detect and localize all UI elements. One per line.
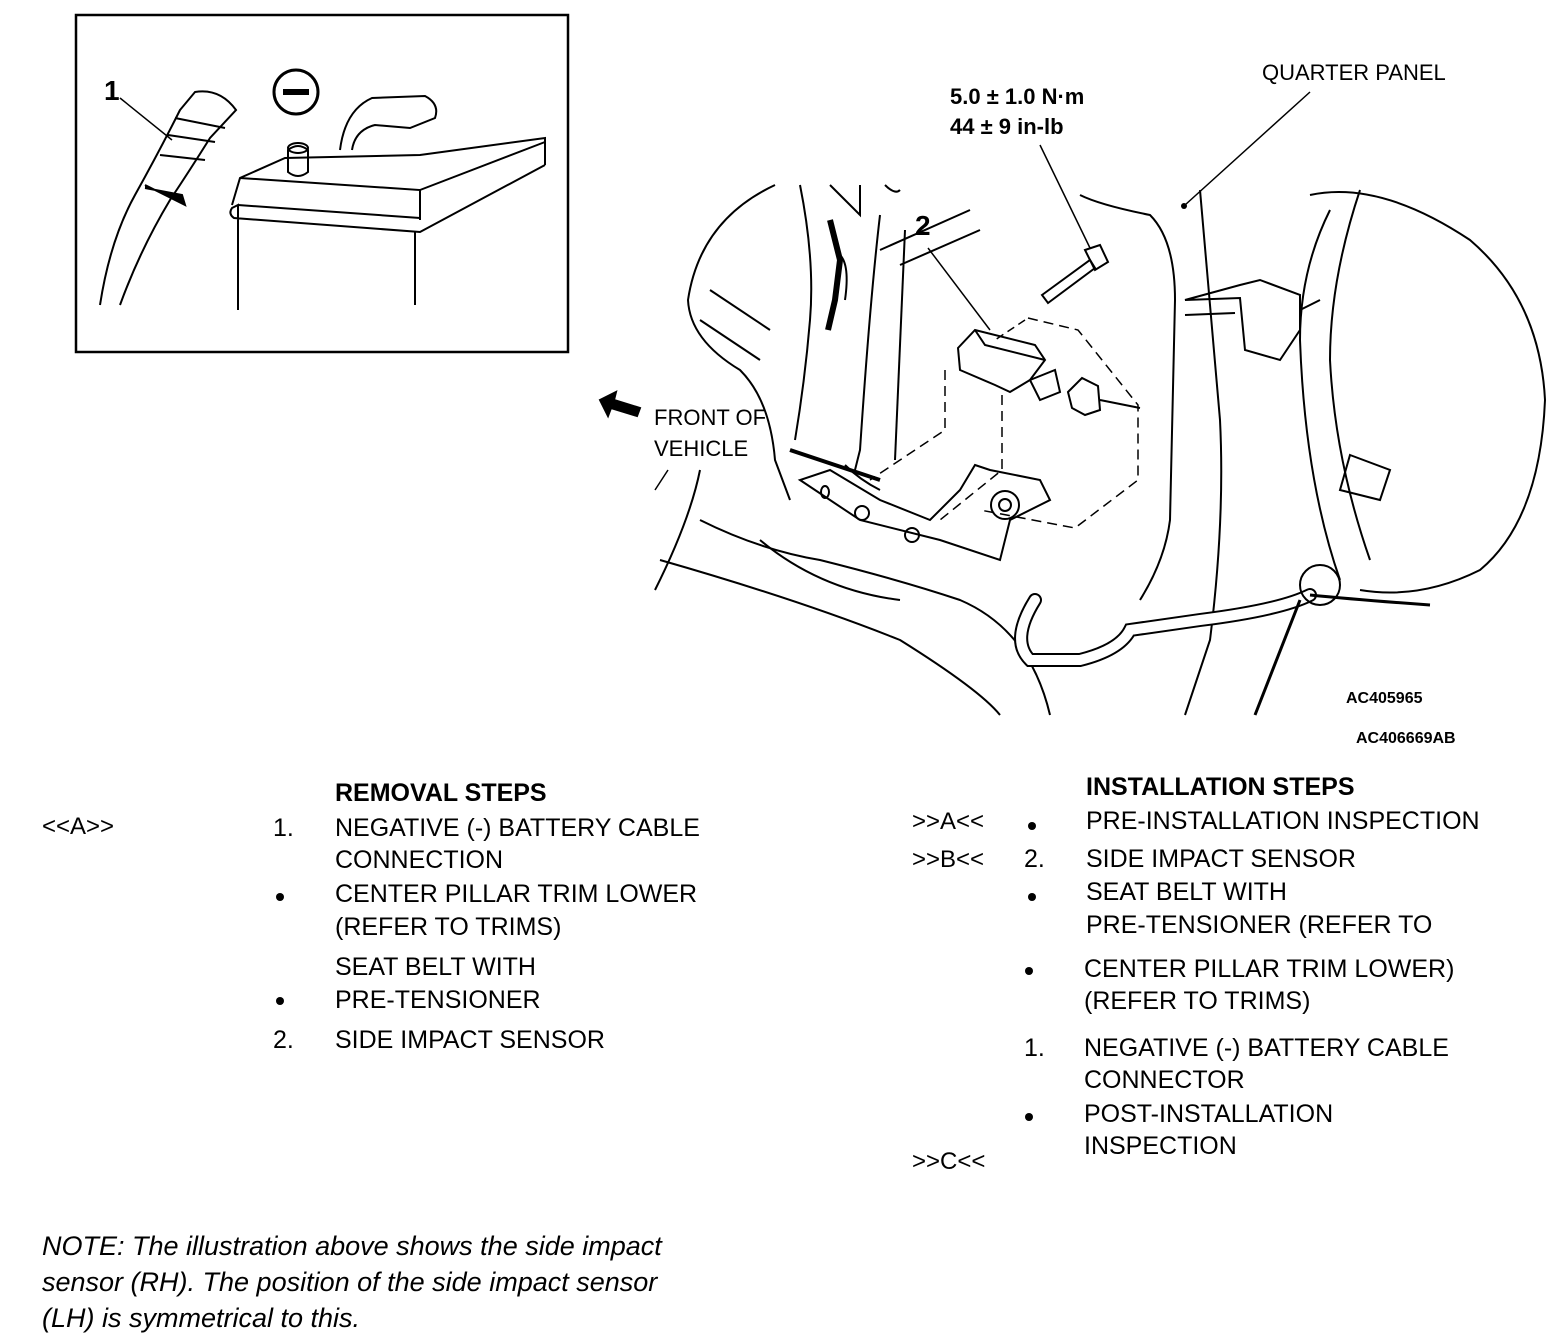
installation-bullet-1 xyxy=(1028,822,1036,830)
torque-nm-label: 5.0 ± 1.0 N·m xyxy=(950,84,1085,109)
callout-2: 2 xyxy=(915,210,931,241)
installation-step-3-line2: PRE-TENSIONER (REFER TO xyxy=(1086,911,1433,939)
installation-code-c: >>C<< xyxy=(912,1148,986,1175)
removal-step-1-line2: CONNECTION xyxy=(335,846,504,874)
battery-inset xyxy=(74,13,570,354)
front-of-label: FRONT OF xyxy=(654,405,767,430)
installation-step-5-line2: CONNECTOR xyxy=(1084,1066,1245,1094)
installation-bullet-6 xyxy=(1025,1113,1033,1121)
removal-heading: REMOVAL STEPS xyxy=(335,779,547,807)
note-line-1: NOTE: The illustration above shows the s… xyxy=(42,1231,662,1261)
leader-dot xyxy=(1181,203,1187,209)
front-arrow-icon xyxy=(598,390,642,419)
removal-step-1-line1: NEGATIVE (-) BATTERY CABLE xyxy=(335,814,700,842)
installation-step-4-line1: CENTER PILLAR TRIM LOWER) xyxy=(1084,955,1455,983)
installation-step-6-line1: POST-INSTALLATION xyxy=(1084,1100,1334,1128)
installation-step-2: SIDE IMPACT SENSOR xyxy=(1086,845,1356,873)
installation-heading: INSTALLATION STEPS xyxy=(1086,773,1355,801)
removal-bullet-2 xyxy=(276,893,284,901)
installation-code-b: >>B<< xyxy=(912,846,985,873)
figure-code-2: AC406669AB xyxy=(1356,730,1456,747)
figure-code-1: AC405965 xyxy=(1346,690,1423,707)
removal-step-2-line1: CENTER PILLAR TRIM LOWER xyxy=(335,880,698,908)
quarter-panel-label: QUARTER PANEL xyxy=(1262,60,1446,85)
removal-bullet-3 xyxy=(276,997,284,1005)
installation-bullet-3 xyxy=(1028,893,1036,901)
vehicle-label: VEHICLE xyxy=(654,436,749,461)
negative-terminal-icon xyxy=(272,68,320,116)
callout-1: 1 xyxy=(104,75,120,106)
note-line-3: (LH) is symmetrical to this. xyxy=(42,1303,361,1333)
installation-step-6-line2: INSPECTION xyxy=(1084,1132,1237,1160)
removal-step-1-number: 1. xyxy=(273,814,294,842)
installation-step-1: PRE-INSTALLATION INSPECTION xyxy=(1086,807,1480,835)
removal-step-4: SIDE IMPACT SENSOR xyxy=(335,1026,605,1054)
inset-frame xyxy=(74,13,570,354)
removal-step-2-line2: (REFER TO TRIMS) xyxy=(335,913,562,941)
removal-code-a: <<A>> xyxy=(42,813,115,840)
installation-step-5-line1: NEGATIVE (-) BATTERY CABLE xyxy=(1084,1034,1449,1062)
removal-step-4-number: 2. xyxy=(273,1026,294,1054)
installation-step-4-line2: (REFER TO TRIMS) xyxy=(1084,987,1311,1015)
installation-code-a: >>A<< xyxy=(912,808,985,835)
note-line-2: sensor (RH). The position of the side im… xyxy=(42,1267,658,1297)
removal-step-3-line2: PRE-TENSIONER xyxy=(335,986,541,1014)
torque-inlb-label: 44 ± 9 in-lb xyxy=(950,114,1064,139)
vehicle-interior-drawing xyxy=(654,91,1547,716)
installation-step-5-number: 1. xyxy=(1024,1034,1045,1062)
installation-bullet-4 xyxy=(1025,967,1033,975)
removal-step-3-line1: SEAT BELT WITH xyxy=(335,953,536,981)
installation-step-3-line1: SEAT BELT WITH xyxy=(1086,878,1287,906)
installation-step-2-number: 2. xyxy=(1024,845,1045,873)
